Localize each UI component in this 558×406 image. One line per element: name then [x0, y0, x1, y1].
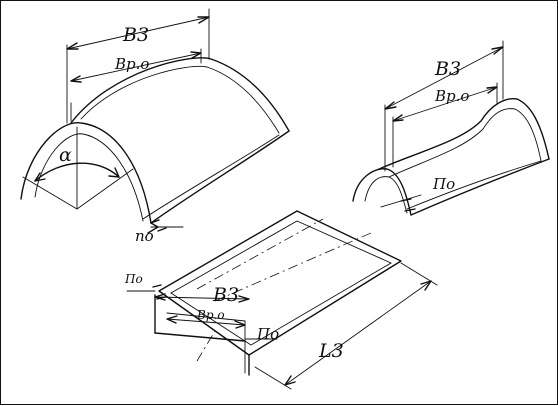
flat-sheet — [126, 210, 438, 390]
arch-front-outer — [20, 122, 152, 224]
sheet-center-line-2 — [214, 232, 372, 302]
arch-radius-left — [22, 176, 78, 210]
arch-bottom-inner — [142, 134, 280, 220]
arch-front-inner — [34, 133, 144, 222]
arch-shape — [20, 8, 290, 234]
arch-bottom-edge — [150, 130, 290, 224]
arch-b3-arrow-left — [66, 42, 79, 50]
wave-back-inner — [388, 108, 542, 178]
sheet-left-edge-label: По — [124, 272, 143, 286]
arch-edge-label: по — [135, 227, 154, 245]
arch-angle-label: α — [59, 144, 72, 166]
wave-back-profile — [378, 98, 550, 170]
sheet-length-label: L3 — [318, 340, 344, 362]
sheet-top-face — [158, 210, 402, 356]
wave-bpo-dim-line — [392, 86, 498, 122]
wave-bpo-arrow-right — [486, 86, 498, 94]
arch-bpo-arrow-left — [70, 75, 82, 83]
arch-width-label: B3 — [122, 24, 149, 46]
sheet-l3-dim-line — [284, 280, 432, 386]
sheet-b3-arrow-right — [238, 295, 250, 303]
sheet-front-inner — [166, 312, 246, 322]
arch-inner-width-label: Bp.o — [114, 55, 149, 73]
wave-b3-dim-line — [384, 46, 504, 110]
sheet-left-edge-ticks — [152, 284, 166, 300]
wave-width-label: B3 — [434, 58, 461, 80]
sheet-bpo-arrow-right — [234, 320, 246, 329]
wave-b3-arrow-left — [384, 101, 397, 110]
sheet-bpo-arrow-left — [166, 315, 178, 324]
arch-back-curve — [70, 57, 290, 132]
sheet-l3-ext-top — [400, 262, 438, 286]
wave-b3-arrow-right — [491, 46, 504, 55]
arch-b3-arrow-right — [197, 16, 210, 24]
wave-edge-ticks — [400, 198, 416, 212]
sheet-inner-width-label: Bp.o — [196, 308, 225, 322]
sheet-width-label: B3 — [212, 284, 239, 306]
wave-inner-width-label: Bp.o — [434, 87, 469, 105]
sheet-right-edge-label: По — [256, 325, 279, 343]
sheet-l3-arrow-top — [420, 280, 432, 291]
arch-back-inner — [80, 65, 280, 134]
wave-bpo-arrow-left — [392, 114, 404, 122]
arch-angle-arrow-left — [34, 172, 46, 182]
arch-radius-right — [76, 168, 134, 210]
sheet-center-line-1 — [196, 218, 324, 290]
wave-bottom-inner — [406, 160, 542, 210]
wave-shape — [352, 40, 550, 216]
arch-bpo-arrow-right — [190, 51, 202, 59]
arch-b3-dim-line — [66, 16, 210, 50]
sheet-top-inner — [170, 220, 392, 346]
sheet-bpo-dim-line — [166, 318, 246, 326]
sheet-l3-ext-bottom — [254, 366, 292, 390]
arch-angle-arc — [34, 162, 120, 182]
wave-bottom-edge — [410, 158, 550, 216]
wave-edge-label: По — [432, 175, 455, 193]
sheet-front-bottom — [154, 332, 246, 342]
arch-edge-ticks — [150, 219, 167, 232]
sheet-b3-dim-line — [154, 296, 250, 300]
arch-angle-arrow-right — [108, 167, 120, 178]
arch-bpo-dim-line — [70, 52, 202, 82]
wave-front-profile — [352, 168, 412, 216]
sheet-l3-arrow-bottom — [284, 375, 296, 386]
sheet-center-line-3 — [196, 330, 216, 362]
